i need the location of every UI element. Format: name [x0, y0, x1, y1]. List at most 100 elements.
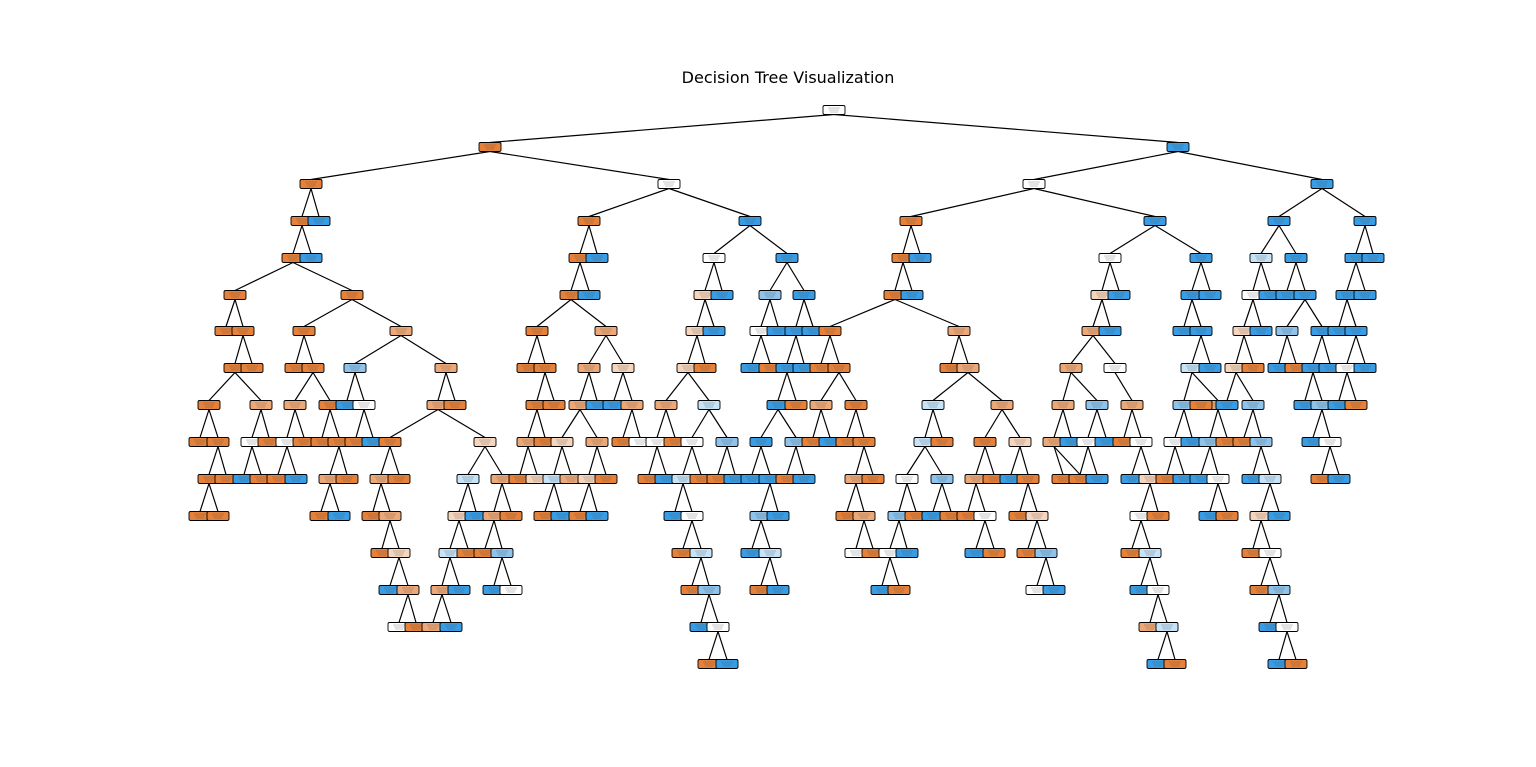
tree-edge: [588, 446, 598, 475]
tree-edge: [1183, 372, 1193, 401]
tree-node: [1059, 363, 1083, 373]
tree-node: [318, 474, 342, 484]
tree-edge: [751, 446, 762, 475]
tree-node: [689, 548, 713, 558]
tree-node: [568, 253, 592, 263]
tree-edge: [294, 409, 305, 438]
tree-node: [1146, 511, 1170, 521]
tree-node: [1241, 400, 1265, 410]
tree-node: [1180, 363, 1204, 373]
tree-edge: [303, 298, 353, 328]
tree-edge: [838, 372, 857, 401]
tree-edge: [553, 446, 563, 475]
tree-node: [335, 474, 359, 484]
tree-edge: [1140, 483, 1151, 512]
tree-edge: [1338, 299, 1348, 327]
tree-edge: [445, 372, 456, 401]
tree-node: [1215, 437, 1239, 447]
tree-edge: [833, 113, 1179, 144]
tree-edge: [631, 409, 641, 438]
tree-edge: [217, 446, 227, 475]
tree-node: [1267, 585, 1291, 595]
tree-edge: [519, 446, 529, 475]
tree-edge: [1346, 299, 1357, 327]
tree-edge: [924, 446, 943, 475]
tree-edge: [467, 446, 486, 475]
tree-edge: [687, 335, 698, 364]
tree-edge: [1312, 372, 1323, 401]
tree-edge: [458, 483, 469, 512]
tree-edge: [329, 483, 340, 512]
tree-node: [835, 511, 859, 521]
tree-edge: [1243, 409, 1254, 438]
tree-edge: [363, 409, 374, 438]
tree-node: [1112, 437, 1136, 447]
tree-edge: [1286, 299, 1306, 327]
tree-edge: [648, 446, 658, 475]
tree-edge: [656, 409, 667, 438]
tree-node: [1232, 437, 1256, 447]
tree-edge: [1191, 335, 1202, 364]
tree-node: [620, 400, 644, 410]
tree-node: [1275, 622, 1299, 632]
tree-node: [602, 400, 626, 410]
tree-edge: [855, 409, 865, 438]
tree-edge: [1355, 225, 1366, 254]
tree-edge: [1010, 446, 1021, 475]
tree-edge: [1338, 372, 1348, 401]
tree-edge: [1243, 299, 1254, 327]
tree-edge: [656, 446, 667, 475]
tree-node: [1353, 290, 1377, 300]
tree-node: [680, 511, 704, 521]
tree-node: [1284, 253, 1308, 263]
tree-node: [284, 474, 308, 484]
tree-edge: [553, 483, 563, 512]
tree-edge: [1269, 594, 1280, 623]
tree-edge: [1101, 299, 1111, 327]
tree-node: [1138, 548, 1162, 558]
tree-node: [482, 511, 506, 521]
tree-node: [1327, 400, 1351, 410]
tree-edge: [579, 409, 598, 438]
tree-node: [1318, 437, 1342, 447]
tree-node: [1146, 585, 1170, 595]
tree-edge: [432, 594, 443, 623]
tree-edge: [932, 409, 943, 438]
tree-edge: [310, 188, 320, 217]
tree-node: [404, 622, 428, 632]
tree-edge: [820, 335, 831, 364]
tree-edge: [751, 335, 762, 364]
tree-edge: [1321, 187, 1366, 218]
tree-edge: [1226, 372, 1237, 401]
tree-node: [499, 511, 523, 521]
tree-node: [1025, 511, 1049, 521]
tree-node: [899, 216, 923, 226]
tree-node: [710, 290, 734, 300]
tree-edge: [1312, 409, 1323, 438]
tree-node: [740, 548, 764, 558]
tree-node: [585, 437, 609, 447]
tree-node: [784, 400, 808, 410]
tree-node: [473, 437, 497, 447]
tree-node: [921, 400, 945, 410]
tree-edge: [398, 594, 409, 623]
tree-node: [426, 400, 450, 410]
tree-edge: [803, 299, 814, 327]
tree-node: [478, 142, 502, 152]
tree-edge: [234, 299, 244, 327]
tree-edge: [295, 335, 305, 364]
tree-edge: [906, 483, 917, 512]
tree-edge: [579, 262, 590, 291]
tree-edge: [760, 557, 771, 586]
tree-edge: [243, 446, 253, 475]
tree-edge: [950, 335, 960, 364]
tree-edge: [1260, 483, 1271, 512]
tree-edge: [984, 520, 995, 549]
tree-edge: [906, 446, 926, 475]
tree-node: [702, 253, 726, 263]
tree-edge: [613, 372, 624, 401]
tree-edge: [1260, 225, 1280, 254]
tree-edge: [1053, 409, 1064, 438]
tree-edge: [1295, 262, 1306, 291]
tree-edge: [829, 335, 840, 364]
